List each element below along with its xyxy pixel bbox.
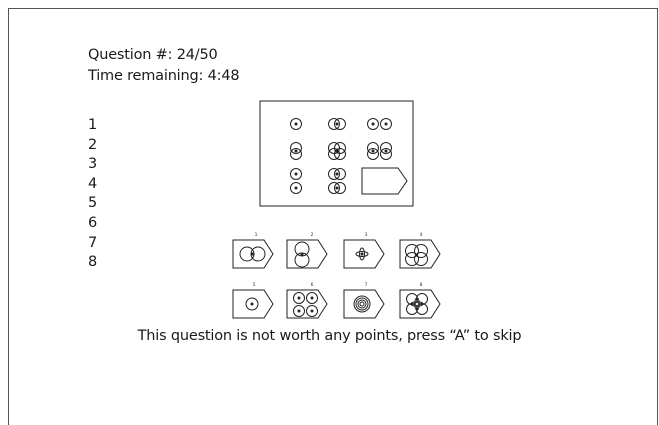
skip-instruction: This question is not worth any points, p… (137, 328, 522, 344)
matrix-cell-r2c3 (367, 142, 392, 160)
choice-shape-1[interactable] (232, 239, 274, 269)
matrix-cell-r1c2 (328, 118, 346, 130)
choice-number-8: 8 (420, 282, 423, 288)
choice-number-7: 7 (365, 282, 368, 288)
choice-shape-8[interactable] (399, 289, 441, 319)
time-label: Time remaining: (88, 68, 204, 84)
answer-option-4[interactable]: 4 (88, 175, 98, 192)
question-value: 24/50 (176, 47, 218, 63)
question-frame (8, 8, 658, 425)
choice-number-5: 5 (253, 282, 256, 288)
choice-shape-7[interactable] (343, 289, 385, 319)
choice-number-1: 1 (255, 232, 258, 238)
choice-number-4: 4 (420, 232, 423, 238)
choice-shape-4[interactable] (399, 239, 441, 269)
question-label: Question #: (88, 47, 173, 63)
choice-number-2: 2 (311, 232, 314, 238)
time-value: 4:48 (207, 68, 240, 84)
choice-shape-2[interactable] (286, 239, 328, 269)
matrix-cell-r1c3 (367, 118, 392, 130)
matrix-cell-r3c1 (290, 168, 302, 194)
matrix-frame (259, 100, 414, 207)
choice-number-3: 3 (365, 232, 368, 238)
matrix-cell-r1c1 (290, 118, 302, 130)
matrix-cell-r2c2 (328, 142, 346, 160)
answer-option-8[interactable]: 8 (88, 254, 98, 271)
choice-shape-6[interactable] (286, 289, 328, 319)
choice-shape-5[interactable] (232, 289, 274, 319)
answer-option-2[interactable]: 2 (88, 136, 98, 153)
time-remaining: Time remaining: 4:48 (88, 68, 240, 84)
answer-option-6[interactable]: 6 (88, 214, 98, 231)
answer-options-list: 1 2 3 4 5 6 7 8 (88, 116, 97, 273)
matrix-cell-r3c2 (328, 168, 346, 194)
choice-number-6: 6 (311, 282, 314, 288)
answer-option-3[interactable]: 3 (88, 156, 98, 173)
matrix-cell-missing (361, 167, 408, 195)
answer-option-5[interactable]: 5 (88, 195, 98, 212)
answer-option-1[interactable]: 1 (88, 117, 98, 133)
answer-option-7[interactable]: 7 (88, 234, 98, 251)
matrix-cell-r2c1 (290, 142, 302, 160)
question-counter: Question #: 24/50 (88, 47, 218, 63)
choice-shape-3[interactable] (343, 239, 385, 269)
